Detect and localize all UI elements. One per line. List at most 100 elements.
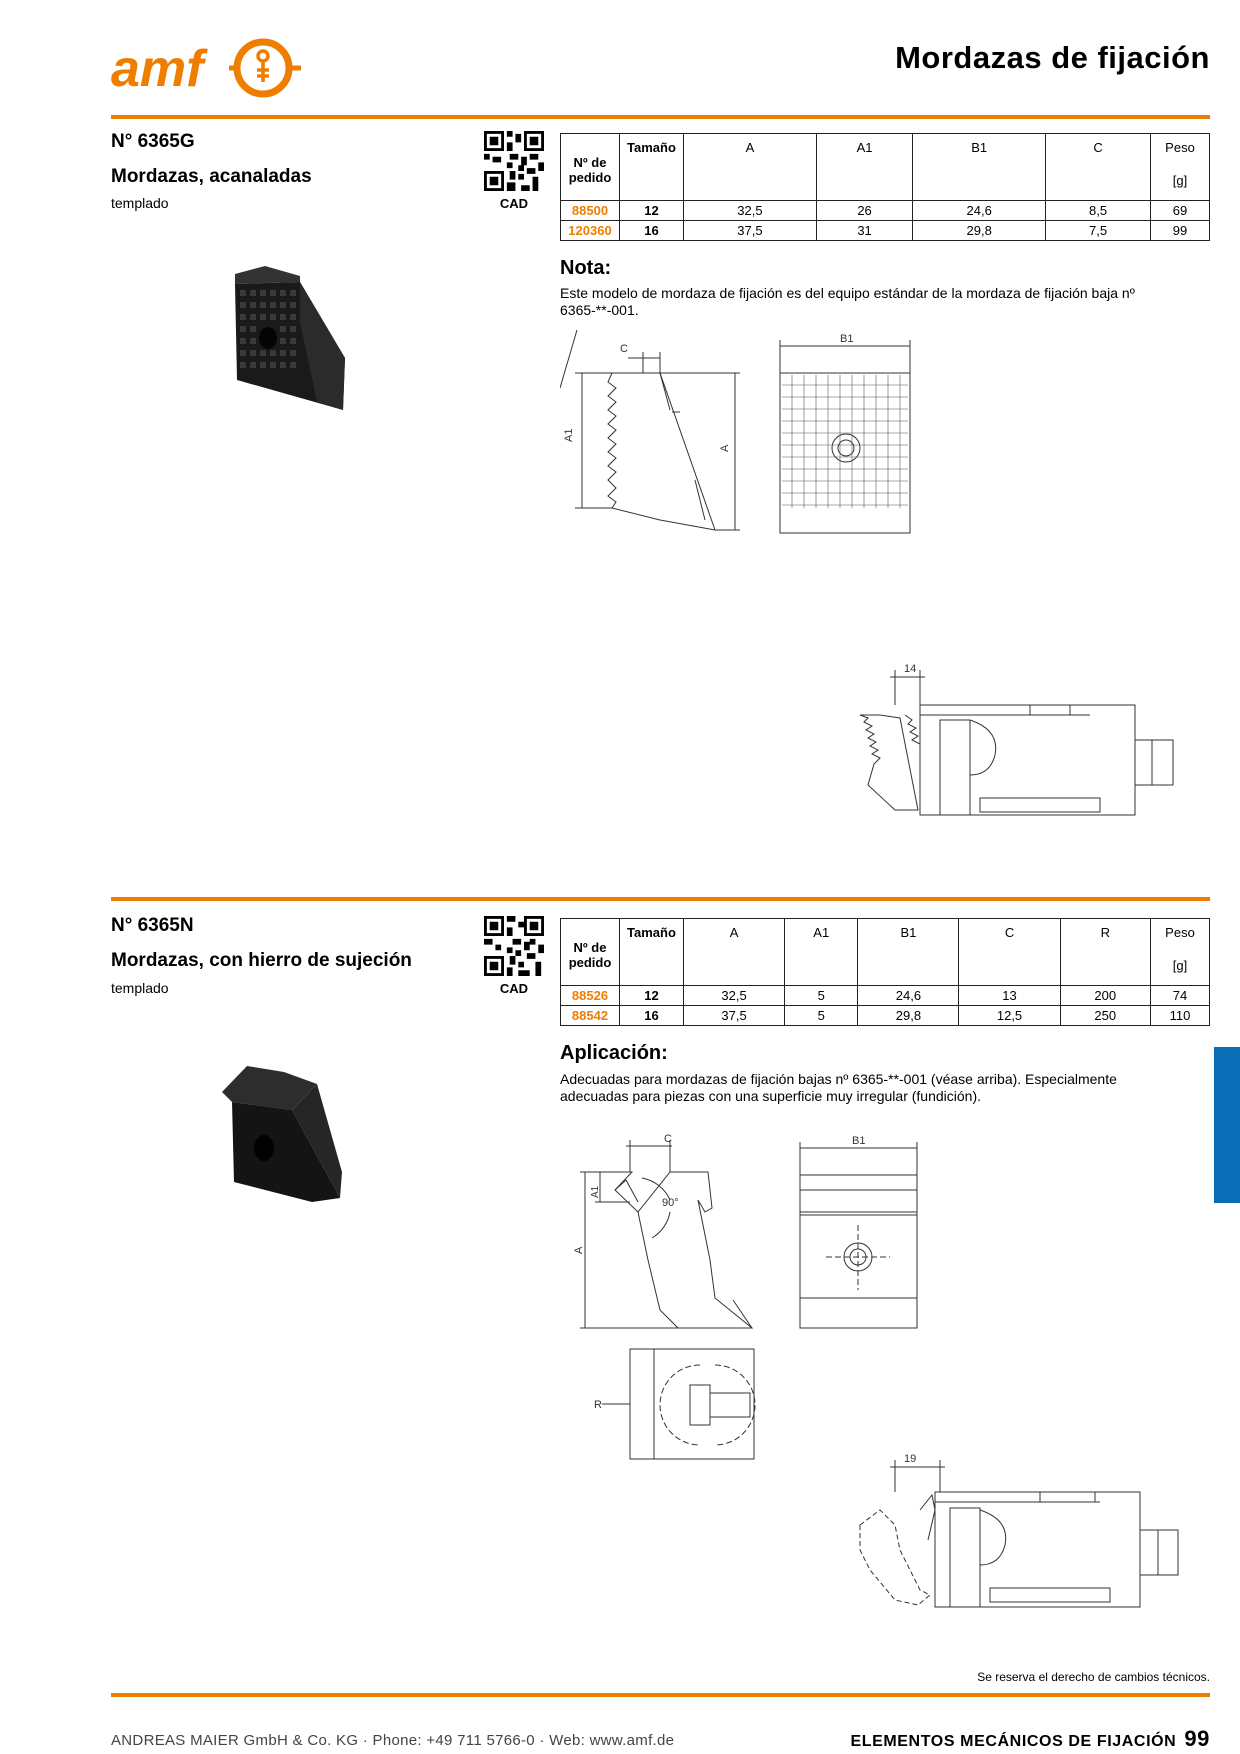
col-header-c: C — [1045, 133, 1151, 201]
cell: 99 — [1150, 220, 1210, 241]
section-name: Mordazas, con hierro de sujeción — [111, 950, 412, 971]
dim-label-14: 14 — [904, 663, 916, 675]
col-header-c: C — [958, 918, 1061, 986]
cell: 5 — [784, 1005, 859, 1026]
cad-qr-link[interactable]: CAD — [484, 916, 544, 996]
spec-table: Nº de pedido Tamaño A A1 B1 C Peso [g] 88… — [560, 133, 1210, 241]
technical-drawing-clamp: 90° C A1 A B1 — [573, 1133, 918, 1329]
cell: 5 — [784, 985, 859, 1006]
cell: 29,8 — [857, 1005, 960, 1026]
section-name: Mordazas, acanaladas — [111, 166, 312, 187]
page-title: Mordazas de fijación — [895, 40, 1210, 75]
cad-label: CAD — [499, 981, 529, 996]
cell: 26 — [815, 200, 914, 221]
col-header-order: Nº de pedido — [560, 918, 620, 986]
cell: 24,6 — [912, 200, 1047, 221]
assembly-drawing-clamp: 19 — [859, 1453, 1179, 1608]
cell: 16 — [619, 1005, 684, 1026]
table-row: 88542 16 37,5 5 29,8 12,5 250 110 — [560, 1005, 1210, 1026]
cell: 29,8 — [912, 220, 1047, 241]
company-info: ANDREAS MAIER GmbH & Co. KG · Phone: +49… — [111, 1732, 675, 1749]
weight-unit: [g] — [1172, 173, 1188, 188]
section-rule — [111, 897, 1210, 901]
technical-drawing-grooved: C A1 A B1 — [560, 330, 911, 534]
cell: 74 — [1150, 985, 1210, 1006]
dim-label-a1: A1 — [590, 1185, 601, 1198]
spec-table: Nº de pedido Tamaño A A1 B1 C R Peso[g] … — [560, 918, 1210, 1026]
col-header-a1: A1 — [815, 133, 914, 201]
dim-label-c: C — [620, 343, 628, 355]
section-subtitle: templado — [111, 195, 169, 211]
table-header-row: Nº de pedido Tamaño A A1 B1 C Peso [g] — [560, 133, 1210, 201]
dim-label-a1: A1 — [563, 429, 575, 442]
col-header-weight: Peso [g] — [1150, 918, 1210, 986]
footer-section: ELEMENTOS MECÁNICOS DE FIJACIÓN 99 — [850, 1726, 1210, 1752]
weight-label: Peso — [1165, 140, 1195, 155]
header-rule — [111, 115, 1210, 119]
table-row: 88526 12 32,5 5 24,6 13 200 74 — [560, 985, 1210, 1006]
cell: 250 — [1059, 1005, 1152, 1026]
page-number: 99 — [1184, 1726, 1210, 1751]
application-text: Adecuadas para mordazas de fijación baja… — [560, 1071, 1117, 1104]
col-header-b1: B1 — [912, 133, 1047, 201]
dim-label-r: R — [594, 1399, 602, 1411]
note-text: Este modelo de mordaza de fijación es de… — [560, 285, 1135, 318]
col-header-a: A — [683, 133, 817, 201]
col-header-order: Nº de pedido — [560, 133, 620, 201]
article-link[interactable]: 88500 — [560, 200, 620, 221]
cell: 8,5 — [1045, 200, 1151, 221]
cell: 7,5 — [1045, 220, 1151, 241]
cell: 110 — [1150, 1005, 1210, 1026]
article-link[interactable]: 120360 — [560, 220, 620, 241]
dim-label-c: C — [664, 1133, 672, 1145]
table-row: 120360 16 37,5 31 29,8 7,5 99 — [560, 220, 1210, 241]
qr-code-icon — [484, 131, 544, 191]
cell: 32,5 — [683, 200, 817, 221]
col-header-b1: B1 — [857, 918, 960, 986]
note-heading: Nota: — [560, 257, 612, 279]
section-title: ELEMENTOS MECÁNICOS DE FIJACIÓN — [850, 1733, 1177, 1750]
table-row: 88500 12 32,5 26 24,6 8,5 69 — [560, 200, 1210, 221]
section-number: N° 6365N — [111, 915, 194, 936]
product-photo-grooved-jaw — [235, 266, 345, 410]
article-link[interactable]: 88542 — [560, 1005, 620, 1026]
cell: 16 — [619, 220, 684, 241]
cell: 12 — [619, 985, 684, 1006]
article-link[interactable]: 88526 — [560, 985, 620, 1006]
table-header-row: Nº de pedido Tamaño A A1 B1 C R Peso [g] — [560, 918, 1210, 986]
col-header-r: R — [1059, 918, 1152, 986]
dim-label-b1: B1 — [852, 1135, 865, 1147]
col-header-a1: A1 — [784, 918, 859, 986]
cad-qr-link[interactable]: CAD — [484, 131, 544, 211]
amf-logo: amf — [111, 38, 301, 98]
assembly-drawing-grooved: 14 — [859, 663, 1174, 816]
application-heading: Aplicación: — [560, 1042, 668, 1064]
dim-label-a: A — [719, 444, 731, 452]
weight-unit: [g] — [1172, 958, 1188, 973]
col-header-size: Tamaño — [619, 133, 684, 201]
dim-label-19: 19 — [904, 1453, 916, 1465]
qr-code-icon — [484, 916, 544, 976]
cell: 69 — [1150, 200, 1210, 221]
cell: 37,5 — [683, 220, 817, 241]
footer-rule — [111, 1693, 1210, 1697]
cell: 12,5 — [958, 1005, 1061, 1026]
cell: 37,5 — [682, 1005, 786, 1026]
cell: 200 — [1059, 985, 1152, 1006]
cad-label: CAD — [499, 196, 529, 211]
col-header-size: Tamaño — [619, 918, 684, 986]
weight-label: Peso — [1165, 925, 1195, 940]
section-number: N° 6365G — [111, 131, 195, 152]
col-header-a: A — [682, 918, 786, 986]
top-view-drawing: R — [594, 1348, 756, 1460]
dim-label-b1: B1 — [840, 333, 853, 345]
col-header-weight: Peso [g] — [1150, 133, 1210, 201]
cell: 13 — [958, 985, 1061, 1006]
cell: 12 — [619, 200, 684, 221]
dim-label-a: A — [573, 1246, 585, 1254]
product-photo-clamp-jaw — [222, 1066, 342, 1202]
footer-note: Se reserva el derecho de cambios técnico… — [977, 1670, 1210, 1684]
cell: 31 — [815, 220, 914, 241]
section-subtitle: templado — [111, 980, 169, 996]
chapter-tab[interactable] — [1214, 1047, 1240, 1203]
